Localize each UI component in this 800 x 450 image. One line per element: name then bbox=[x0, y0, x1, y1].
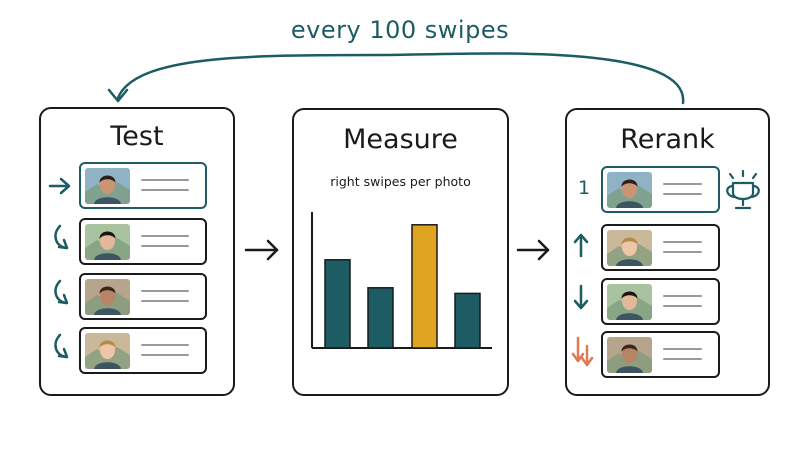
placeholder-line bbox=[141, 290, 189, 292]
bar-4 bbox=[453, 292, 481, 349]
measure-panel-title: Measure bbox=[343, 124, 458, 155]
trophy-icon bbox=[726, 169, 760, 210]
measure-panel: Measure right swipes per photo bbox=[292, 108, 509, 396]
double-arrow-down-icon bbox=[571, 336, 594, 367]
test-photo-card bbox=[79, 162, 207, 209]
avatar-icon bbox=[607, 337, 652, 373]
avatar-icon bbox=[607, 230, 652, 266]
placeholder-line bbox=[663, 348, 702, 350]
profile-photo bbox=[607, 172, 652, 208]
profile-photo bbox=[85, 279, 130, 315]
placeholder-line bbox=[663, 241, 702, 243]
curved-arrow-icon bbox=[54, 333, 69, 359]
profile-photo bbox=[607, 230, 652, 266]
placeholder-line bbox=[141, 354, 189, 356]
profile-photo bbox=[85, 224, 130, 260]
test-photo-card bbox=[79, 327, 207, 374]
placeholder-line bbox=[663, 251, 702, 253]
placeholder-line bbox=[663, 193, 702, 195]
rerank-photo-card bbox=[601, 278, 720, 325]
profile-photo bbox=[607, 337, 652, 373]
cycle-label: every 100 swipes bbox=[290, 16, 510, 44]
placeholder-line bbox=[663, 358, 702, 360]
avatar-icon bbox=[607, 172, 652, 208]
rerank-panel-title: Rerank bbox=[620, 124, 715, 155]
placeholder-line bbox=[141, 344, 189, 346]
placeholder-line bbox=[663, 295, 702, 297]
rerank-photo-card bbox=[601, 166, 720, 213]
chart-caption: right swipes per photo bbox=[330, 174, 471, 189]
arrow-up-icon bbox=[573, 233, 589, 258]
bar-highlight bbox=[410, 223, 438, 349]
arrow-down-icon bbox=[573, 284, 589, 310]
arrow-test-to-measure-icon bbox=[244, 239, 279, 261]
placeholder-line bbox=[141, 179, 189, 181]
test-photo-card bbox=[79, 218, 207, 265]
avatar-icon bbox=[85, 168, 130, 204]
placeholder-line bbox=[663, 183, 702, 185]
test-panel-title: Test bbox=[110, 121, 164, 152]
avatar-icon bbox=[607, 284, 652, 320]
rank-number-1: 1 bbox=[578, 177, 591, 199]
avatar-icon bbox=[85, 224, 130, 260]
bar-2 bbox=[366, 286, 394, 349]
placeholder-line bbox=[663, 305, 702, 307]
placeholder-line bbox=[141, 189, 189, 191]
placeholder-line bbox=[141, 235, 189, 237]
star-icon bbox=[738, 186, 748, 196]
cycle-arrow-line bbox=[116, 52, 685, 105]
cycle-arrowhead-icon bbox=[107, 88, 129, 103]
rerank-photo-card bbox=[601, 224, 720, 271]
profile-photo bbox=[607, 284, 652, 320]
curved-arrow-icon bbox=[54, 224, 69, 250]
avatar-icon bbox=[85, 333, 130, 369]
rerank-photo-card bbox=[601, 331, 720, 378]
bar-chart bbox=[310, 211, 492, 349]
profile-photo bbox=[85, 168, 130, 204]
profile-photo bbox=[85, 333, 130, 369]
test-photo-card bbox=[79, 273, 207, 320]
curved-arrow-icon bbox=[54, 279, 69, 305]
avatar-icon bbox=[85, 279, 130, 315]
placeholder-line bbox=[141, 245, 189, 247]
arrow-right-icon bbox=[48, 177, 71, 195]
placeholder-line bbox=[141, 300, 189, 302]
bar-1 bbox=[323, 258, 351, 349]
arrow-measure-to-rerank-icon bbox=[516, 239, 550, 261]
